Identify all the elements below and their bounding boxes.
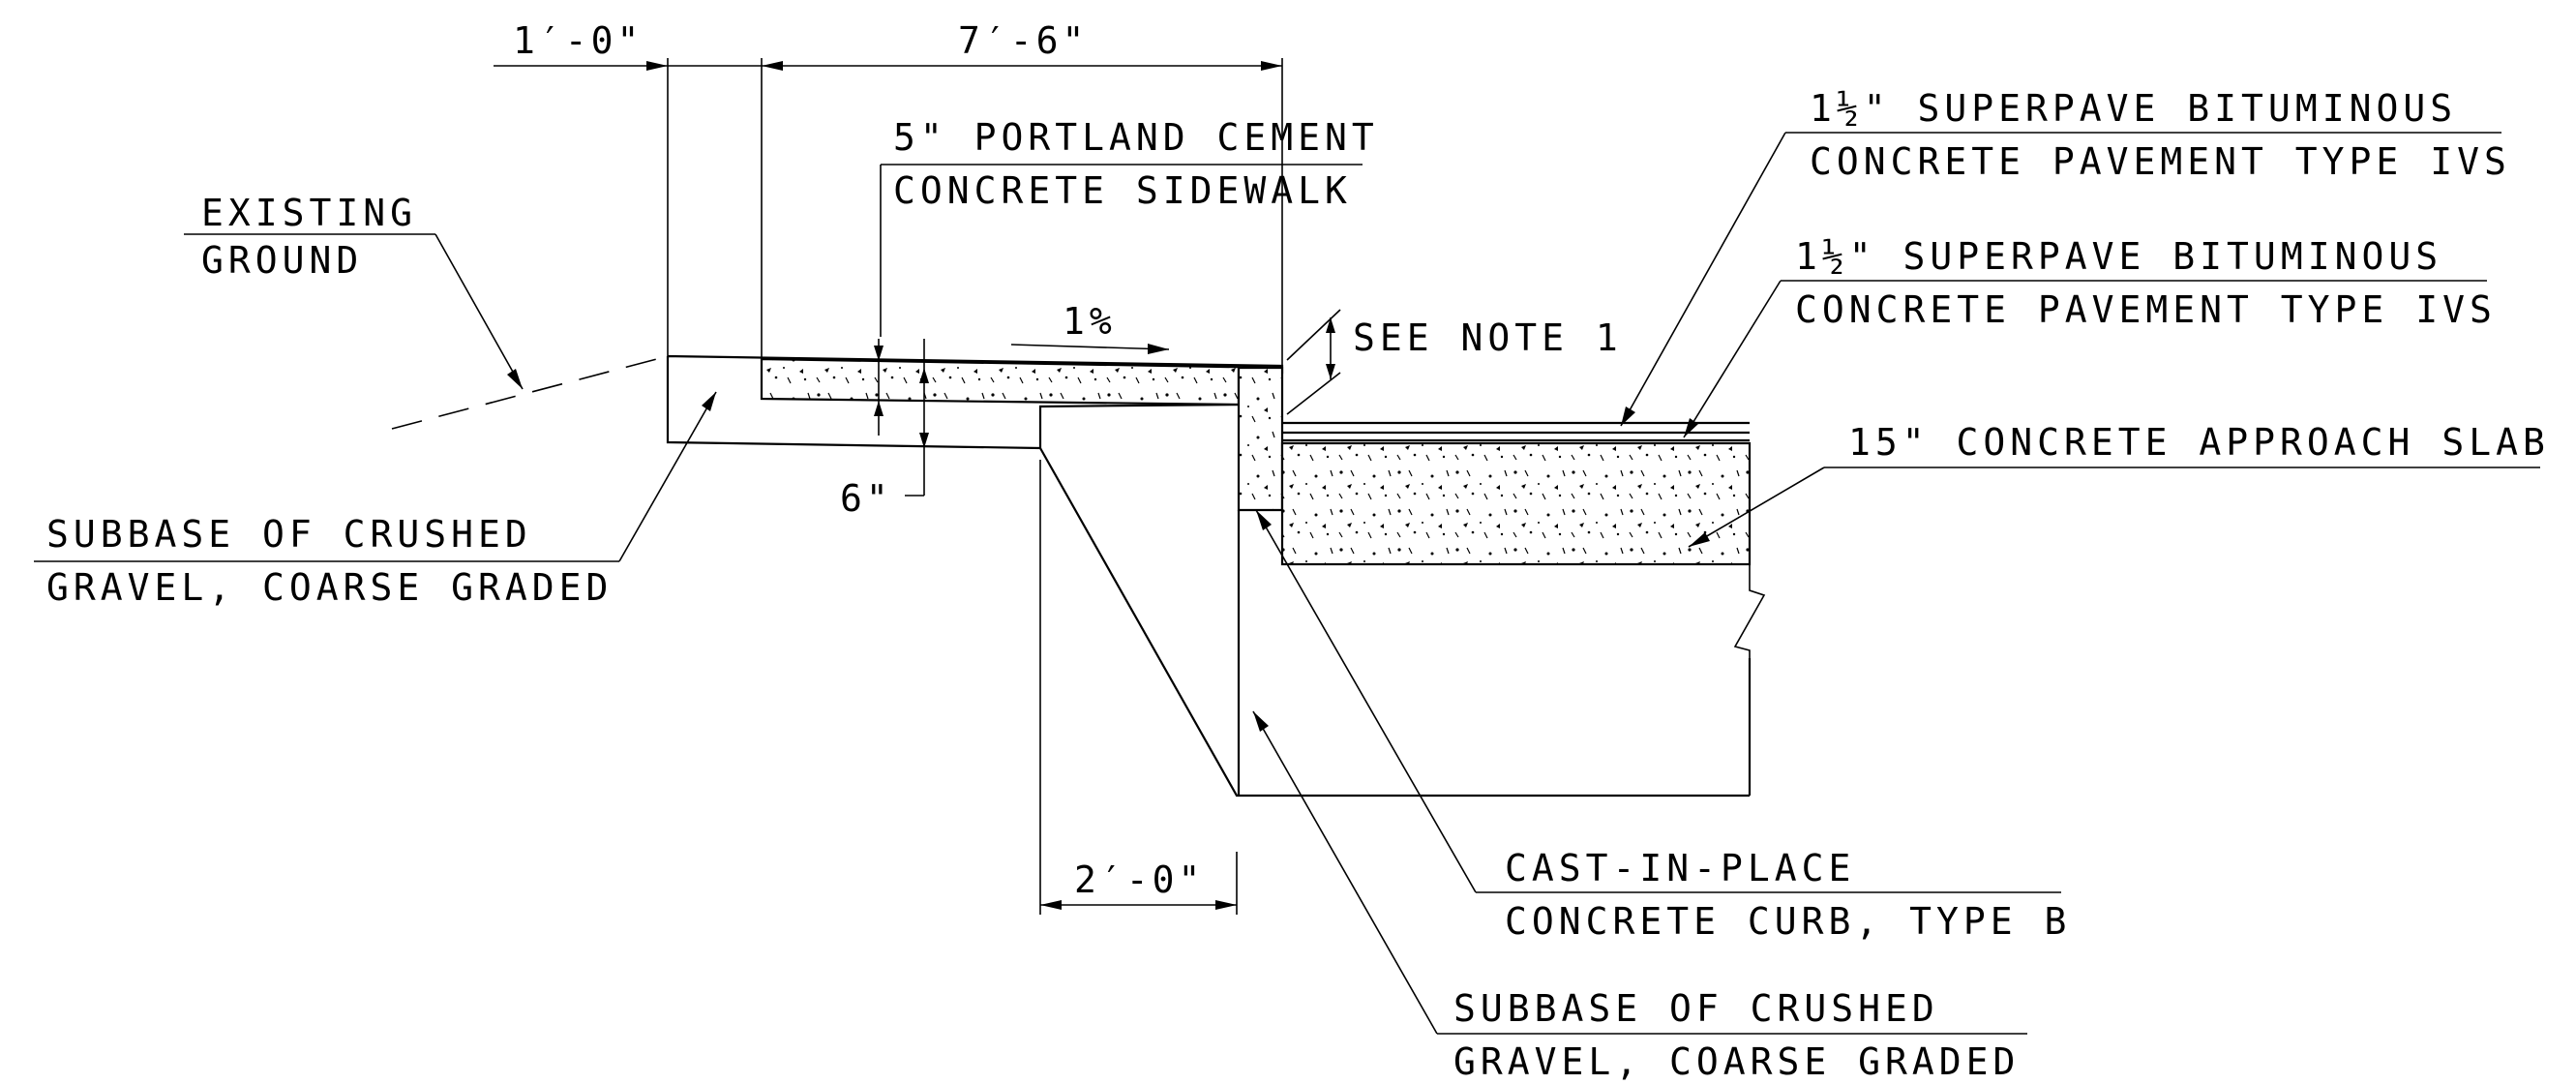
label-subbase-left-line2: GRAVEL, COARSE GRADED [46, 566, 613, 609]
label-subbase-bottom-line1: SUBBASE OF CRUSHED [1453, 987, 1939, 1030]
arrow [1215, 900, 1237, 910]
label-pave1-rest: " SUPERPAVE BITUMINOUS [1864, 87, 2457, 130]
existing-ground-line [391, 355, 669, 430]
label-sidewalk-line1: 5" PORTLAND CEMENT [893, 116, 1379, 159]
label-curb-line2: CONCRETE CURB, TYPE B [1505, 900, 2071, 943]
label-sidewalk-line2: CONCRETE SIDEWALK [893, 169, 1352, 212]
dim-7-6: 7′-6" [958, 19, 1088, 62]
dim-6in: 6" [840, 477, 892, 520]
label-subbase-left-line1: SUBBASE OF CRUSHED [46, 513, 532, 556]
dim-2-0: 2′-0" [1074, 858, 1204, 901]
dim-1-0: 1′-0" [513, 19, 643, 62]
label-subbase-bottom-line2: GRAVEL, COARSE GRADED [1453, 1040, 2020, 1083]
label-pave2-line2: CONCRETE PAVEMENT TYPE IVS [1795, 288, 2497, 331]
label-pave2-frac: 1½ [1795, 235, 1849, 278]
arrow [1040, 900, 1062, 910]
approach-slab [1280, 441, 1752, 566]
label-pave1-line1: 1½" SUPERPAVE BITUMINOUS [1810, 87, 2457, 130]
arrow [1684, 418, 1698, 437]
arrow [1256, 510, 1272, 530]
break-line [1733, 564, 1766, 658]
arrow [1253, 711, 1269, 732]
see-note-tick-bottom [1286, 372, 1341, 415]
label-existing-line2: GROUND [201, 239, 363, 282]
concrete-curb [1237, 366, 1284, 512]
label-curb-line1: CAST-IN-PLACE [1505, 847, 1855, 889]
arrow [762, 61, 783, 71]
arrow [874, 346, 884, 361]
label-see-note: SEE NOTE 1 [1353, 316, 1623, 359]
label-pave1-line2: CONCRETE PAVEMENT TYPE IVS [1810, 140, 2511, 183]
arrow [1326, 317, 1335, 333]
leader-subbase-left [618, 391, 717, 562]
label-slab: 15" CONCRETE APPROACH SLAB [1848, 421, 2550, 464]
leader-subbase-bottom [1252, 710, 1438, 1035]
arrow [1148, 344, 1169, 354]
leader-pave2 [1683, 280, 1782, 438]
arrow [702, 392, 716, 411]
see-note-tick-top [1286, 309, 1341, 361]
leader-slab [1688, 467, 1825, 548]
arrow [874, 401, 884, 416]
arrow [507, 369, 523, 389]
label-pave1-frac: 1½ [1810, 87, 1864, 130]
label-pave2-line1: 1½" SUPERPAVE BITUMINOUS [1795, 235, 2442, 278]
arrow [1261, 61, 1282, 71]
label-pave2-rest: " SUPERPAVE BITUMINOUS [1849, 235, 2442, 278]
arrow [1326, 364, 1335, 379]
label-slope: 1% [1063, 300, 1117, 343]
leader-curb [1255, 509, 1477, 893]
concrete-sidewalk [760, 357, 1283, 406]
arrow [1621, 406, 1635, 426]
leader-pave1 [1620, 132, 1786, 427]
arrow [646, 61, 668, 71]
leader-existing [434, 233, 524, 390]
arrow [919, 368, 929, 383]
slope-arrow-line [1010, 344, 1170, 350]
label-existing-line1: EXISTING [201, 192, 417, 234]
arrow [919, 433, 929, 448]
arrow [1689, 532, 1710, 547]
subbase-lower-outline [1039, 447, 1750, 798]
